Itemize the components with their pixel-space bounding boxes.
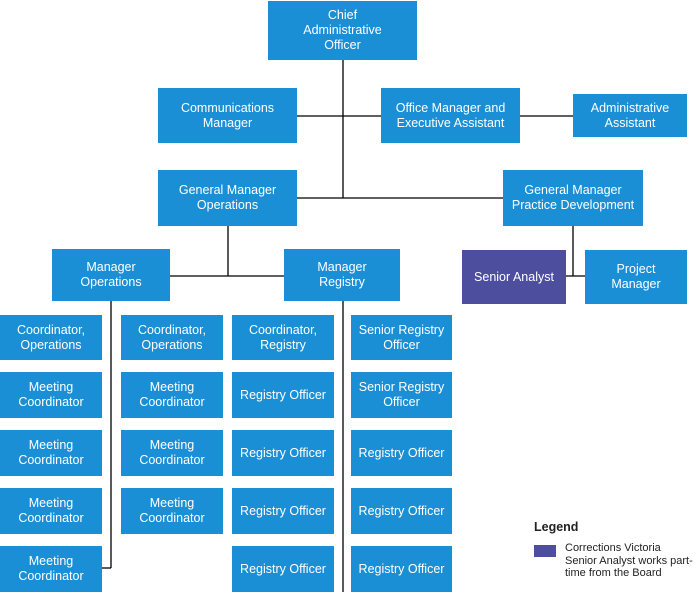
- node-meeting-coordinator-2a[interactable]: Meeting Coordinator: [121, 372, 223, 418]
- node-meeting-coordinator-1a[interactable]: Meeting Coordinator: [0, 372, 102, 418]
- node-communications-manager[interactable]: Communications Manager: [158, 88, 297, 143]
- node-senior-registry-officer-1[interactable]: Senior Registry Officer: [351, 315, 452, 360]
- node-general-manager-operations[interactable]: General Manager Operations: [158, 170, 297, 226]
- node-meeting-coordinator-1b[interactable]: Meeting Coordinator: [0, 430, 102, 476]
- node-coordinator-operations-2[interactable]: Coordinator, Operations: [121, 315, 223, 360]
- node-administrative-assistant[interactable]: Administrative Assistant: [573, 94, 687, 137]
- node-office-manager[interactable]: Office Manager and Executive Assistant: [381, 88, 520, 143]
- node-manager-registry[interactable]: Manager Registry: [284, 249, 400, 301]
- node-coordinator-operations-1[interactable]: Coordinator, Operations: [0, 315, 102, 360]
- node-registry-officer-2a[interactable]: Registry Officer: [351, 430, 452, 476]
- node-registry-officer-1a[interactable]: Registry Officer: [232, 372, 334, 418]
- node-senior-registry-officer-2[interactable]: Senior Registry Officer: [351, 372, 452, 418]
- node-meeting-coordinator-1d[interactable]: Meeting Coordinator: [0, 546, 102, 592]
- node-meeting-coordinator-2b[interactable]: Meeting Coordinator: [121, 430, 223, 476]
- legend-title: Legend: [534, 520, 579, 534]
- node-chief-administrative-officer[interactable]: Chief Administrative Officer: [268, 1, 417, 60]
- node-registry-officer-1d[interactable]: Registry Officer: [232, 546, 334, 592]
- node-registry-officer-2b[interactable]: Registry Officer: [351, 488, 452, 534]
- node-registry-officer-2c[interactable]: Registry Officer: [351, 546, 452, 592]
- node-meeting-coordinator-2c[interactable]: Meeting Coordinator: [121, 488, 223, 534]
- node-meeting-coordinator-1c[interactable]: Meeting Coordinator: [0, 488, 102, 534]
- node-project-manager[interactable]: Project Manager: [585, 250, 687, 304]
- node-manager-operations[interactable]: Manager Operations: [52, 249, 170, 301]
- node-coordinator-registry[interactable]: Coordinator, Registry: [232, 315, 334, 360]
- node-registry-officer-1c[interactable]: Registry Officer: [232, 488, 334, 534]
- legend-text: Corrections Victoria Senior Analyst work…: [565, 542, 693, 579]
- node-senior-analyst[interactable]: Senior Analyst: [462, 250, 566, 304]
- node-registry-officer-1b[interactable]: Registry Officer: [232, 430, 334, 476]
- legend-swatch: [534, 545, 556, 557]
- node-general-manager-practice-development[interactable]: General Manager Practice Development: [503, 170, 643, 226]
